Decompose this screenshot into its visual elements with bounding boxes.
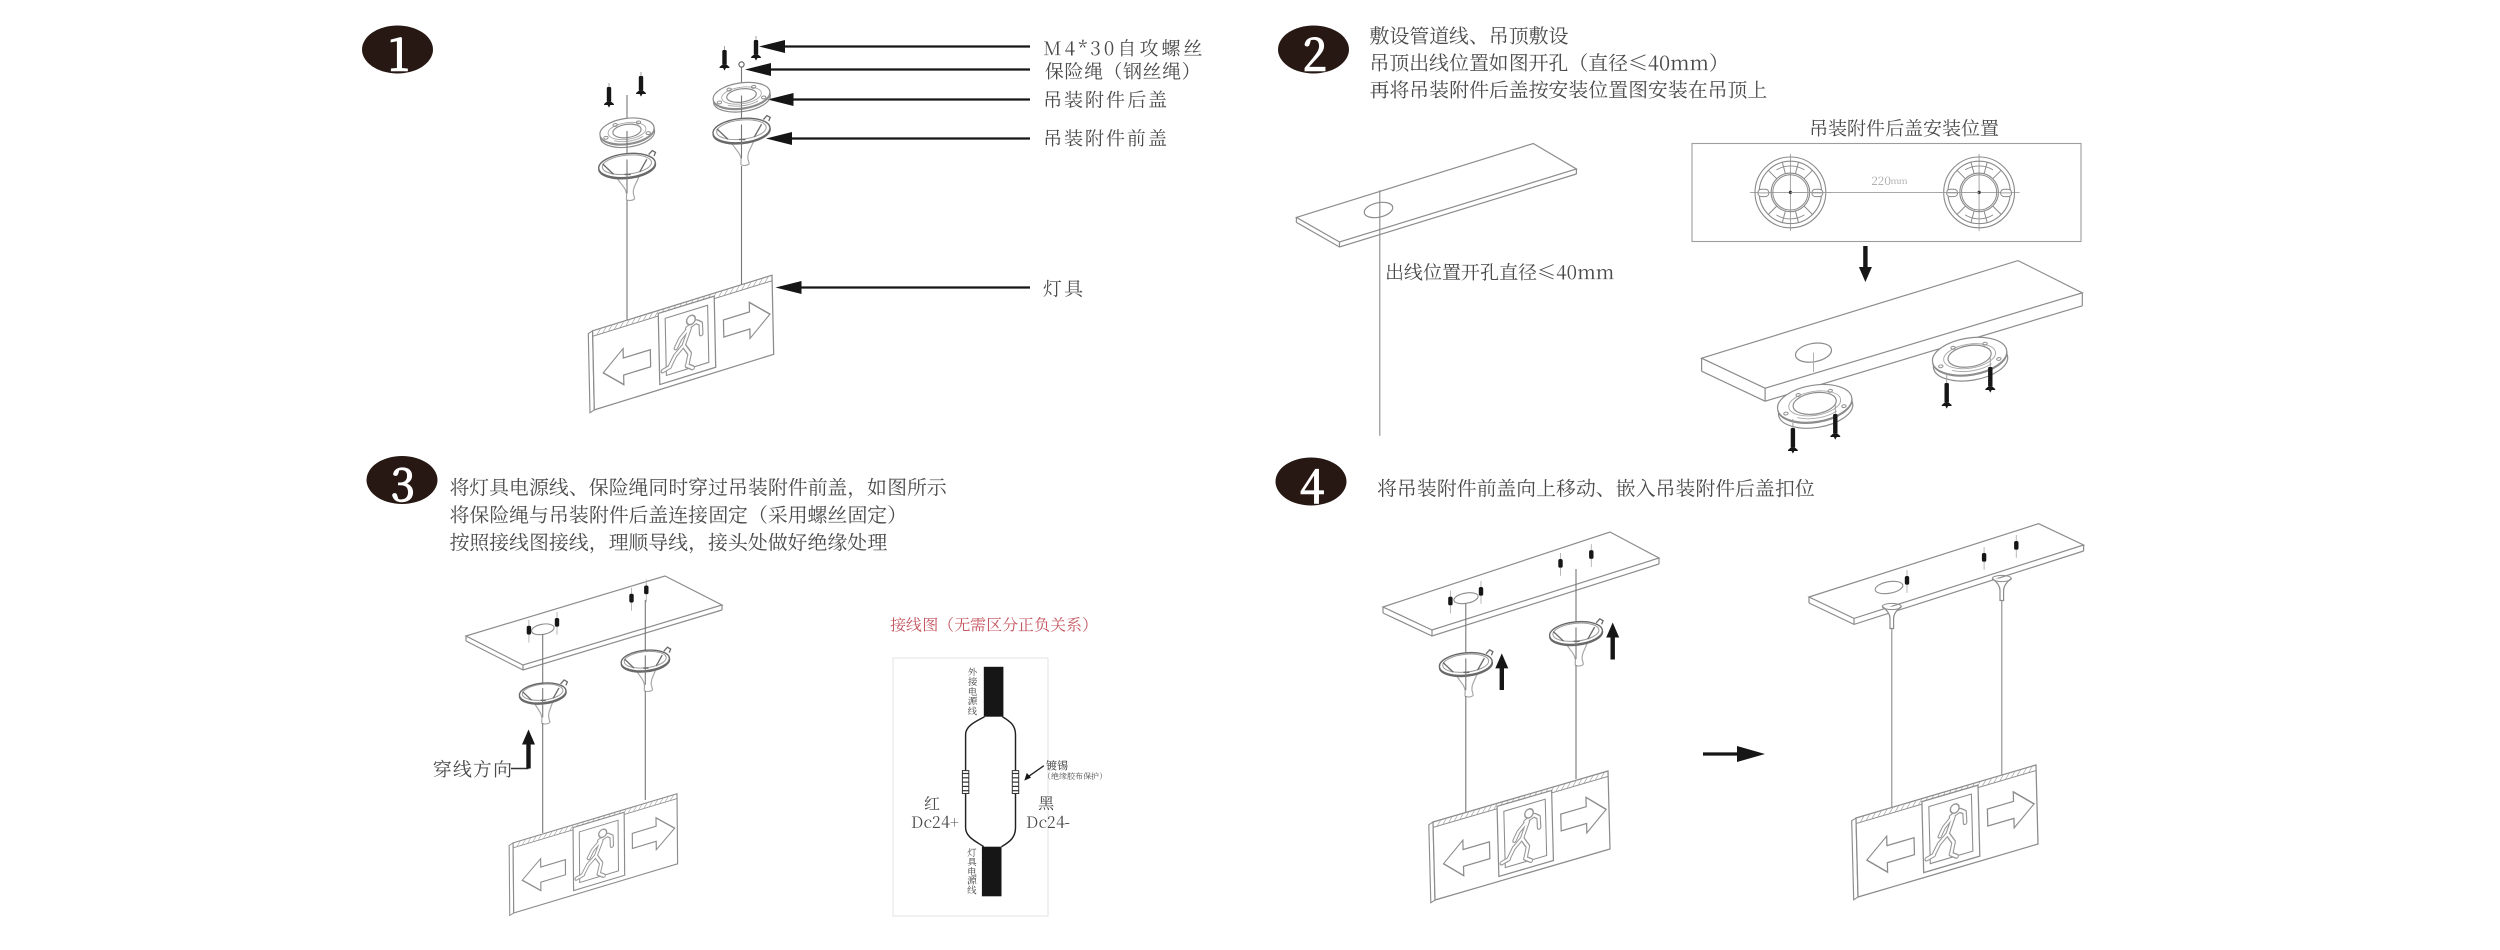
svg-text:吊顶出线位置如图开孔（直径≤40mm）: 吊顶出线位置如图开孔（直径≤40mm） [1370, 47, 1729, 76]
svg-text:接线图（无需区分正负关系）: 接线图（无需区分正负关系） [890, 613, 1098, 636]
svg-text:220mm: 220mm [1872, 173, 1909, 189]
svg-text:红: 红 [924, 792, 940, 815]
svg-text:源: 源 [967, 873, 977, 887]
svg-text:按照接线图接线，理顺导线，接头处做好绝缘处理: 按照接线图接线，理顺导线，接头处做好绝缘处理 [450, 527, 888, 556]
svg-text:源: 源 [968, 694, 978, 708]
svg-text:保险绳（钢丝绳）: 保险绳（钢丝绳） [1045, 57, 1201, 84]
svg-text:穿线方向: 穿线方向 [433, 755, 513, 782]
svg-text:线: 线 [967, 883, 977, 897]
svg-text:2: 2 [1302, 20, 1327, 84]
svg-text:将吊装附件前盖向上移动、嵌入吊装附件后盖扣位: 将吊装附件前盖向上移动、嵌入吊装附件后盖扣位 [1377, 473, 1815, 502]
svg-text:3: 3 [391, 450, 416, 514]
svg-text:外: 外 [968, 665, 978, 679]
svg-text:M4*30自攻螺丝: M4*30自攻螺丝 [1043, 34, 1205, 61]
svg-text:灯: 灯 [967, 845, 977, 859]
svg-text:将灯具电源线、保险绳同时穿过吊装附件前盖，如图所示: 将灯具电源线、保险绳同时穿过吊装附件前盖，如图所示 [450, 472, 947, 501]
svg-text:（绝缘胶布保护）: （绝缘胶布保护） [1043, 771, 1107, 782]
svg-text:Dc24-: Dc24- [1026, 810, 1070, 833]
svg-text:出线位置开孔直径≤40mm: 出线位置开孔直径≤40mm [1385, 258, 1614, 285]
svg-text:将保险绳与吊装附件后盖连接固定（采用螺丝固定）: 将保险绳与吊装附件后盖连接固定（采用螺丝固定） [450, 499, 907, 528]
svg-text:线: 线 [968, 703, 978, 717]
svg-text:吊装附件前盖: 吊装附件前盖 [1043, 124, 1169, 151]
svg-text:黑: 黑 [1038, 791, 1054, 814]
svg-text:接: 接 [968, 674, 978, 688]
svg-text:电: 电 [967, 864, 977, 878]
svg-text:1: 1 [388, 20, 409, 84]
svg-text:灯具: 灯具 [1043, 275, 1085, 302]
svg-text:具: 具 [967, 854, 977, 868]
svg-text:吊装附件后盖: 吊装附件后盖 [1043, 86, 1169, 113]
svg-text:4: 4 [1300, 452, 1325, 516]
svg-text:再将吊装附件后盖按安装位置图安装在吊顶上: 再将吊装附件后盖按安装位置图安装在吊顶上 [1370, 74, 1768, 103]
svg-text:吊装附件后盖安装位置: 吊装附件后盖安装位置 [1809, 114, 1999, 141]
svg-text:镀锡: 镀锡 [1046, 758, 1068, 774]
svg-text:敷设管道线、吊顶敷设: 敷设管道线、吊顶敷设 [1370, 20, 1569, 49]
svg-text:电: 电 [968, 684, 978, 698]
svg-text:Dc24+: Dc24+ [911, 810, 960, 833]
